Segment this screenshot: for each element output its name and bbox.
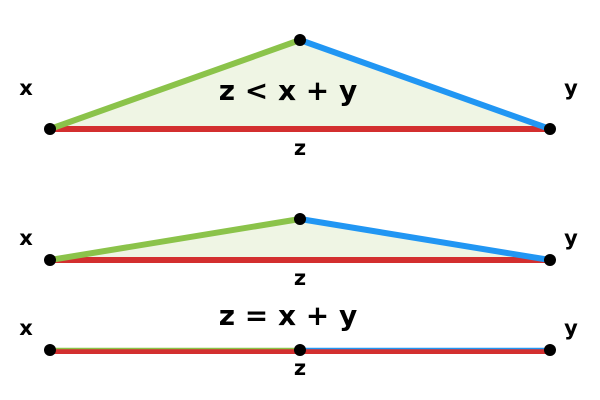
triangle-1-vertex-left <box>44 123 56 135</box>
triangle-2-label-x: x <box>19 226 33 250</box>
triangle-2-fill <box>50 219 550 260</box>
triangle-3-label-x: x <box>19 316 33 340</box>
triangle-2-vertex-left <box>44 254 56 266</box>
triangle-2-label-y: y <box>564 226 578 250</box>
triangle-3: x y z z = x + y <box>19 299 578 380</box>
triangle-1-label-y: y <box>564 76 578 100</box>
triangle-1-equation: z < x + y <box>219 74 358 107</box>
triangle-1-side-x <box>47 37 303 132</box>
triangle-1-side-y <box>297 37 553 132</box>
triangle-3-label-z: z <box>294 356 306 380</box>
triangle-2: x y z <box>19 213 578 290</box>
triangle-1-fill <box>50 40 550 129</box>
triangle-3-equation: z = x + y <box>219 299 358 332</box>
triangle-2-vertex-right <box>544 254 556 266</box>
triangle-3-vertex-right <box>544 344 556 356</box>
triangle-1-vertex-top <box>294 34 306 46</box>
triangle-3-label-y: y <box>564 316 578 340</box>
triangle-3-vertex-top <box>294 344 306 356</box>
triangle-1-label-z: z <box>294 136 306 160</box>
triangle-2-vertex-top <box>294 213 306 225</box>
triangle-1: x y z z < x + y <box>19 34 578 160</box>
triangle-3-vertex-left <box>44 344 56 356</box>
triangle-2-side-y <box>297 216 553 263</box>
triangle-2-side-x <box>47 216 303 263</box>
triangle-1-vertex-right <box>544 123 556 135</box>
triangle-1-label-x: x <box>19 76 33 100</box>
triangle-2-label-z: z <box>294 266 306 290</box>
